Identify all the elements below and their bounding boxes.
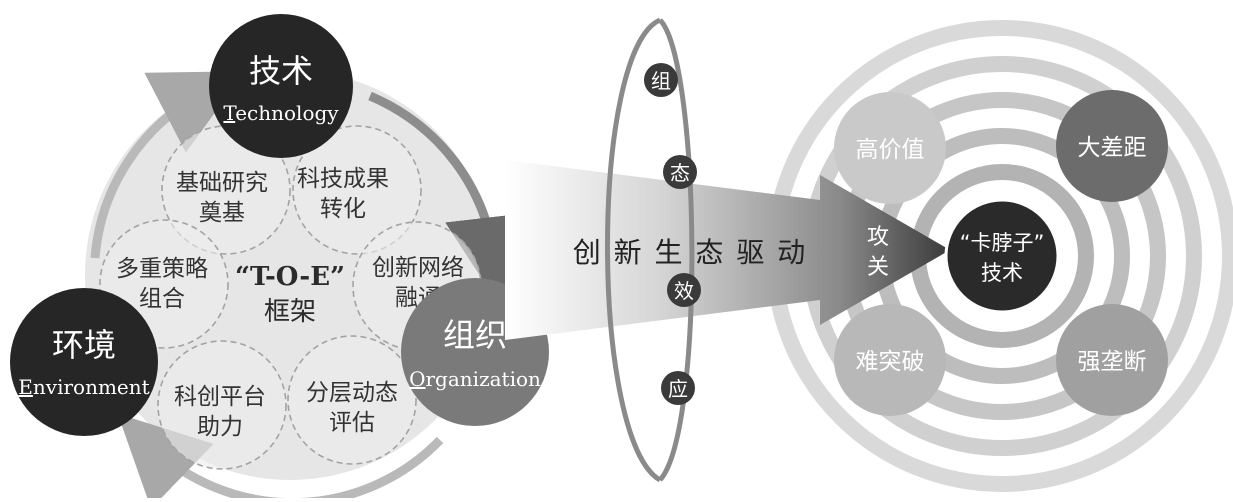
petal-text: 助力: [197, 414, 243, 440]
framework-center-title: “T-O-E”: [235, 262, 345, 292]
target-items: 高价值 大差距 难突破 强垄断 “卡脖子” 技术: [834, 90, 1168, 416]
target-circle-hard-break: [834, 304, 946, 416]
arc-tech-org: [368, 91, 535, 307]
config-char: 态: [670, 161, 690, 185]
petal-text: 奠基: [199, 200, 245, 226]
config-ring: 组 态 效 应: [605, 17, 701, 483]
petal-text: 多重策略: [116, 256, 208, 282]
target-center-line2: 技术: [981, 261, 1023, 285]
target-circle-label: 高价值: [856, 137, 925, 163]
toe-framework: 基础研究 奠基 科技成果 转化 创新网络 融通 分层动态 评估 科创平台 助力 …: [10, 14, 549, 502]
drive-arrow: 创 新 生 态 驱 动 攻 关: [505, 160, 950, 340]
config-bead: [661, 371, 695, 405]
drive-arrow-tip-1: 攻: [867, 225, 889, 250]
target-circle-big-gap: [1056, 90, 1168, 202]
target-circle-label: 强垄断: [1078, 349, 1147, 375]
petal-text: 科技成果: [297, 166, 389, 192]
config-bead: [667, 273, 701, 307]
config-char: 组: [651, 69, 671, 93]
petal-circle: [287, 335, 417, 465]
target-center-line1: “卡脖子”: [960, 231, 1045, 255]
node-organization-en: Organization: [409, 367, 541, 391]
config-bead: [644, 63, 678, 97]
petal-text: 评估: [329, 410, 375, 436]
drive-arrow-tip-2: 关: [867, 255, 889, 280]
target-circle-label: 大差距: [1078, 135, 1147, 161]
petal-circle: [292, 125, 422, 255]
drive-arrow-shape: [505, 160, 950, 340]
petal-text: 科创平台: [174, 384, 266, 410]
node-organization-zh: 组织: [443, 316, 507, 354]
config-bead: [663, 155, 697, 189]
drive-arrow-label: 创 新 生 态 驱 动: [573, 236, 808, 269]
node-technology-en: Technology: [223, 101, 339, 125]
arc-env-tech: [90, 71, 245, 259]
petal-text: 基础研究: [176, 170, 268, 196]
config-char: 应: [668, 377, 688, 401]
node-technology: [209, 14, 353, 158]
arc-org-env: [117, 413, 444, 502]
node-environment-zh: 环境: [52, 326, 116, 364]
petal-text: 组合: [139, 286, 185, 312]
node-environment-en: Environment: [18, 375, 149, 399]
target-circle-label: 难突破: [856, 349, 925, 375]
node-environment: [10, 288, 158, 436]
framework-center-subtitle: 框架: [264, 297, 316, 327]
target-circle-high-value: [834, 92, 946, 204]
node-technology-zh: 技术: [249, 52, 313, 90]
petal-text: 创新网络: [372, 255, 464, 281]
config-char: 效: [674, 279, 694, 303]
config-ring-front: [658, 18, 695, 482]
petal-text: 转化: [320, 196, 366, 222]
target-center: [944, 198, 1060, 314]
petal-text: 分层动态: [306, 380, 398, 406]
target-circle-monopoly: [1056, 304, 1168, 416]
petal-circle: [157, 340, 287, 470]
config-ring-back: [605, 17, 662, 483]
